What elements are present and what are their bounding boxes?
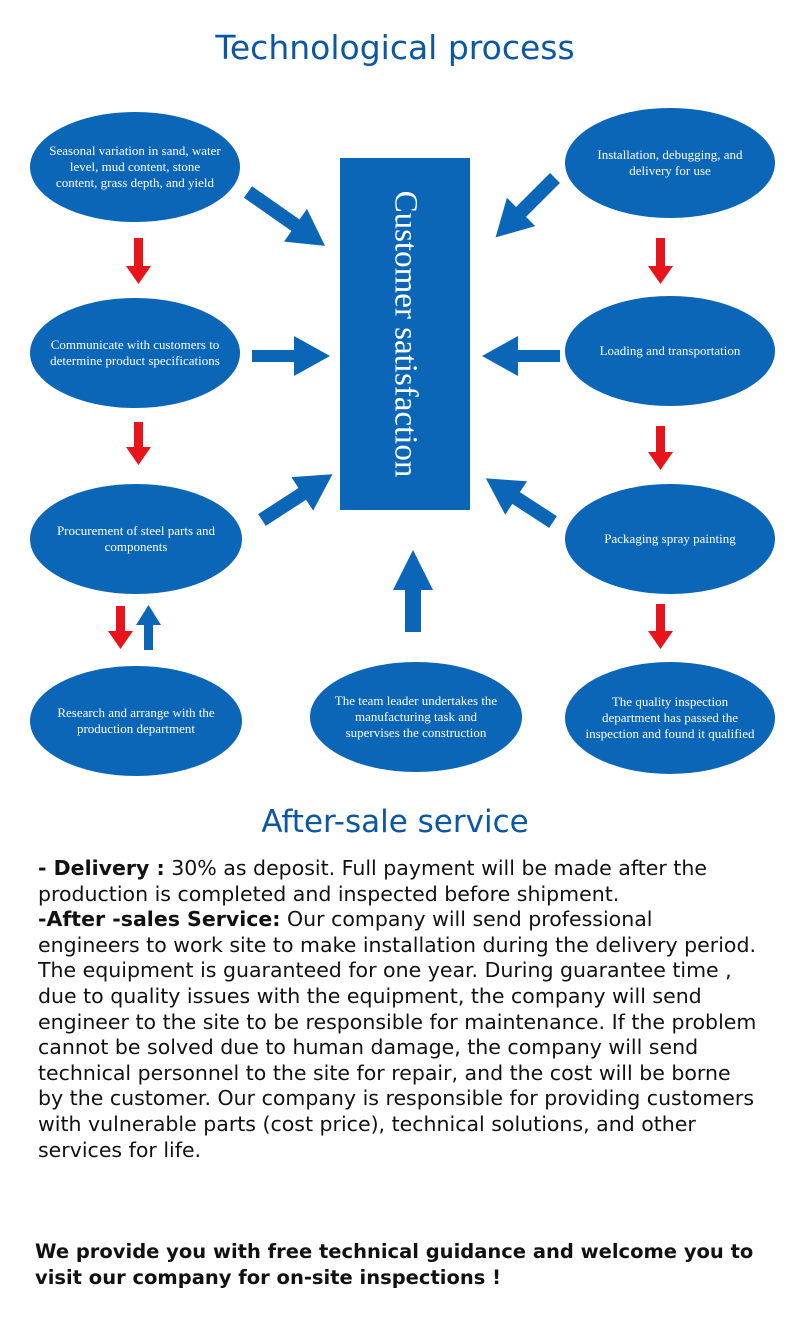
arrows-layer [108, 173, 673, 650]
node-research-production: Research and arrange with the production… [30, 666, 242, 776]
flow-arrow-down [648, 426, 673, 470]
flow-arrow-up [136, 605, 161, 650]
service-label: -After -sales Service: [38, 907, 281, 932]
node-packaging-painting: Packaging spray painting [565, 484, 775, 594]
customer-satisfaction-label: Customer satisfaction [387, 190, 424, 478]
feed-arrow [393, 550, 433, 632]
customer-satisfaction-box [340, 158, 470, 510]
feed-arrow [482, 336, 560, 376]
node-loading-transport: Loading and transportation [565, 296, 775, 406]
feed-arrow [495, 173, 560, 238]
service-text: Our company will send professional engin… [38, 907, 757, 1162]
diagram-title: Technological process [215, 28, 575, 67]
feed-arrow [252, 336, 330, 376]
service-paragraph: -After -sales Service: Our company will … [38, 907, 758, 1163]
delivery-paragraph: - Delivery : 30% as deposit. Full paymen… [38, 856, 758, 907]
node-quality-inspection: The quality inspection department has pa… [565, 662, 775, 774]
after-sale-title: After-sale service [261, 804, 529, 840]
flow-arrow-down [108, 606, 133, 649]
delivery-label: - Delivery : [38, 856, 165, 880]
flow-arrow-down [126, 238, 151, 284]
node-team-leader: The team leader undertakes the manufactu… [310, 662, 522, 772]
node-seasonal-variation: Seasonal variation in sand, water level,… [30, 112, 240, 222]
feed-arrow [243, 186, 326, 246]
feed-arrow [485, 478, 557, 528]
flow-arrow-down [648, 604, 673, 649]
flow-arrow-down [648, 238, 673, 284]
node-installation: Installation, debugging, and delivery fo… [565, 108, 775, 218]
flow-arrow-down [126, 422, 151, 465]
node-procurement: Procurement of steel parts and component… [30, 484, 242, 594]
closing-statement: We provide you with free technical guida… [35, 1240, 754, 1289]
node-communicate-customers: Communicate with customers to determine … [30, 298, 240, 408]
delivery-text: 30% as deposit. Full payment will be mad… [38, 856, 707, 906]
after-sale-body: - Delivery : 30% as deposit. Full paymen… [38, 856, 758, 1163]
feed-arrow [258, 474, 333, 526]
